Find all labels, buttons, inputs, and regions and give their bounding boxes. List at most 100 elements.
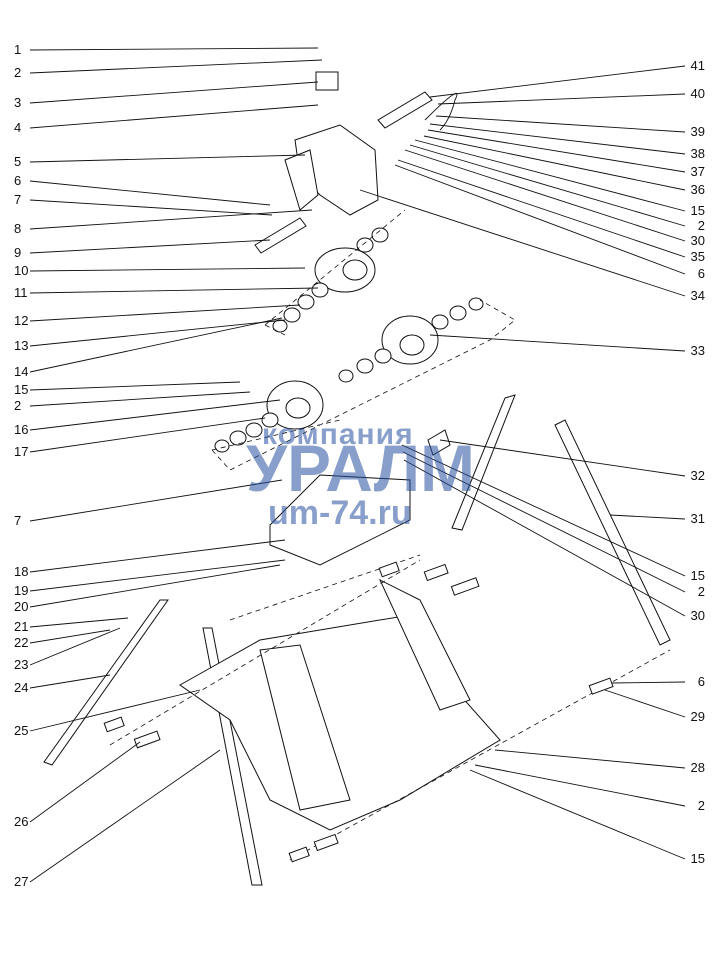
leader-line: [611, 681, 686, 684]
leader-line: [29, 209, 313, 230]
callout-label-left: 7: [14, 513, 21, 528]
pin-32: [427, 429, 451, 456]
callout-label-right: 37: [691, 164, 705, 179]
callout-label-right: 30: [691, 608, 705, 623]
leader-line: [609, 514, 686, 520]
leader-line: [29, 689, 201, 732]
leader-line: [29, 399, 281, 431]
callout-label-left: 1: [14, 42, 21, 57]
leader-line: [29, 180, 271, 206]
pin-41: [377, 91, 433, 129]
bucket: [179, 614, 501, 831]
leader-line: [29, 539, 286, 573]
callout-label-right: 38: [691, 146, 705, 161]
callout-label-right: 15: [691, 203, 705, 218]
callout-label-right: 15: [691, 568, 705, 583]
leader-line: [414, 139, 686, 212]
leader-line: [402, 451, 686, 593]
callout-label-left: 20: [14, 599, 28, 614]
callout-label-left: 7: [14, 192, 21, 207]
callout-label-left: 14: [14, 364, 28, 379]
callout-label-right: 2: [698, 584, 705, 599]
lower-bracket: [269, 474, 411, 566]
callout-label-left: 24: [14, 680, 28, 695]
watermark-line3: um-74.ru: [268, 494, 412, 532]
leader-line: [394, 164, 686, 275]
callout-label-right: 41: [691, 58, 705, 73]
leader-line: [437, 93, 686, 105]
callout-label-right: 34: [691, 288, 705, 303]
leader-line: [427, 129, 686, 173]
callout-label-right: 36: [691, 182, 705, 197]
callout-label-right: 6: [698, 674, 705, 689]
clamp-40: [424, 92, 458, 131]
bucket-frame: [378, 578, 471, 711]
leader-line: [29, 559, 286, 592]
leader-line: [29, 154, 306, 163]
callout-label-left: 22: [14, 635, 28, 650]
leader-line: [29, 749, 221, 883]
callout-label-left: 11: [14, 285, 28, 300]
callout-label-right: 29: [691, 709, 705, 724]
leader-line: [29, 47, 319, 51]
parts-drawing: [43, 71, 671, 886]
leader-line: [29, 417, 266, 453]
leader-line: [439, 439, 686, 477]
callout-label-right: 32: [691, 468, 705, 483]
leader-line: [29, 627, 121, 666]
leader-line: [429, 65, 686, 98]
callout-label-left: 9: [14, 245, 21, 260]
leader-line: [359, 189, 686, 297]
callout-label-right: 28: [691, 760, 705, 775]
callout-label-left: 18: [14, 564, 28, 579]
callout-label-left: 19: [14, 583, 28, 598]
callout-label-left: 27: [14, 874, 28, 889]
leader-line: [29, 239, 271, 254]
leader-line: [29, 267, 306, 272]
callout-label-left: 3: [14, 95, 21, 110]
bearing-rings: [214, 227, 484, 453]
callout-label-right: 2: [698, 218, 705, 233]
leader-line: [423, 135, 686, 191]
callout-labels: 1234567891011121314152161771819202122232…: [14, 42, 705, 889]
callout-label-left: 6: [14, 173, 21, 188]
callout-label-left: 5: [14, 154, 21, 169]
leader-line: [29, 317, 283, 373]
callout-label-left: 15: [14, 382, 28, 397]
leader-line: [29, 674, 111, 689]
callout-label-left: 2: [14, 65, 21, 80]
callout-label-left: 4: [14, 120, 21, 135]
callout-label-left: 12: [14, 313, 28, 328]
callout-label-left: 2: [14, 398, 21, 413]
leader-line: [494, 749, 686, 769]
leader-line: [474, 764, 686, 807]
leader-line: [435, 115, 686, 133]
bracket-plate: [284, 149, 319, 211]
leader-line: [404, 149, 686, 242]
leader-line: [29, 741, 141, 823]
leader-line: [29, 381, 241, 391]
callout-label-left: 23: [14, 657, 28, 672]
callout-label-left: 21: [14, 619, 28, 634]
callout-label-left: 10: [14, 263, 28, 278]
callout-label-left: 8: [14, 221, 21, 236]
leader-line: [469, 769, 686, 860]
leader-line: [29, 391, 251, 407]
callout-label-left: 26: [14, 814, 28, 829]
leader-lines: [29, 47, 686, 883]
callout-label-left: 17: [14, 444, 28, 459]
bracket-top-cap: [315, 71, 339, 91]
leader-line: [397, 159, 686, 258]
leader-line: [29, 59, 323, 74]
callout-label-right: 33: [691, 343, 705, 358]
leader-line: [604, 689, 686, 718]
callout-label-right: 30: [691, 233, 705, 248]
arm-24: [43, 599, 169, 766]
leader-line: [29, 319, 286, 347]
arm-31: [554, 419, 671, 646]
leader-line: [429, 123, 686, 155]
leader-line: [29, 199, 273, 216]
watermark-line1: компания: [262, 418, 414, 451]
leader-line: [29, 304, 301, 322]
